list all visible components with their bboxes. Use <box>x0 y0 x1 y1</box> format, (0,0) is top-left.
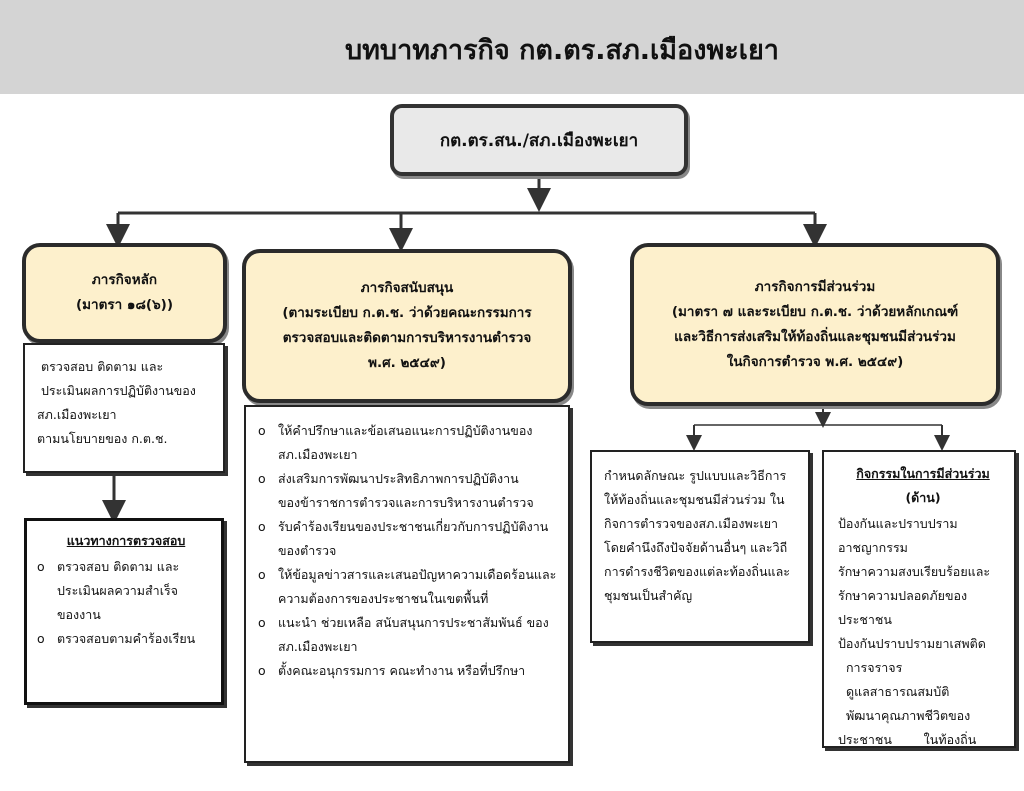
text-line: ประเมินผลความสำเร็จ <box>57 583 179 598</box>
bullet-marker: o <box>258 663 266 678</box>
text-line: กิจการตำรวจของสภ.เมืองพะเยา <box>604 516 779 531</box>
header-line: ในกิจการตำรวจ พ.ศ. ๒๕๔๙) <box>726 353 904 370</box>
header-line: (มาตรา ๑๘(๖)) <box>75 297 173 313</box>
participation-duty-header: ภารกิจการมีส่วนร่วม (มาตรา ๗ และระเบียบ … <box>630 243 1000 406</box>
list-item: o ให้ข้อมูลข่าวสารและเสนอปัญหาความเดือดร… <box>258 563 562 611</box>
text-line: ตั้งคณะอนุกรรมการ คณะทำงาน หรือที่ปรึกษา <box>278 663 526 678</box>
text-line: สภ.เมืองพะเยา <box>278 447 358 462</box>
text-line: ประชาชน ในท้องถิ่น <box>838 732 977 747</box>
root-node: กต.ตร.สน./สภ.เมืองพะเยา <box>390 104 688 176</box>
bullet-marker: o <box>37 631 45 646</box>
text-line: แนะนำ ช่วยเหลือ สนับสนุนการประชาสัมพันธ์… <box>278 615 549 630</box>
text-line: ของงาน <box>57 607 101 622</box>
header-line: ภารกิจหลัก <box>91 272 158 288</box>
text-line: ป้องกันปราบปรามยาเสพติด <box>838 636 986 651</box>
list-item: o ตรวจสอบ ติดตาม และ ประเมินผลความสำเร็จ… <box>37 555 215 627</box>
text-line: กำหนดลักษณะ รูปแบบและวิธีการ <box>604 468 787 483</box>
text-line: ตรวจสอบ ติดตาม และ <box>57 559 180 574</box>
text-line: ของตำรวจ <box>278 543 337 558</box>
text-line: ให้ข้อมูลข่าวสารและเสนอปัญหาความเดือดร้อ… <box>278 567 557 582</box>
text-line: ให้คำปรึกษาและข้อเสนอแนะการปฏิบัติงานของ <box>278 423 533 438</box>
header-line: ตรวจสอบและติดตามการบริหารงานตำรวจ <box>282 330 532 346</box>
text-line: ความต้องการของประชาชนในเขตพื้นที่ <box>278 591 489 606</box>
inspection-guidelines: แนวทางการตรวจสอบ o ตรวจสอบ ติดตาม และ ปร… <box>24 518 224 705</box>
page-title: บทบาทภารกิจ กต.ตร.สภ.เมืองพะเยา <box>345 35 779 66</box>
text-line: พัฒนาคุณภาพชีวิตของ <box>838 708 971 723</box>
header-line: ภารกิจการมีส่วนร่วม <box>754 278 876 295</box>
list-item: o รับคำร้องเรียนของประชาชนเกี่ยวกับการปฏ… <box>258 515 562 563</box>
inspection-title: แนวทางการตรวจสอบ <box>66 533 186 548</box>
text-line: ส่งเสริมการพัฒนาประสิทธิภาพการปฏิบัติงาน <box>278 471 519 486</box>
text-line: ชุมชนเป็นสำคัญ <box>604 588 693 603</box>
text-line: อาชญากรรม <box>838 540 908 555</box>
list-item: o ให้คำปรึกษาและข้อเสนอแนะการปฏิบัติงานข… <box>258 419 562 467</box>
text-line: ของข้าราชการตำรวจและการบริหารงานตำรวจ <box>278 495 534 510</box>
main-duty-description: ตรวจสอบ ติดตาม และ ประเมินผลการปฏิบัติงา… <box>23 343 225 473</box>
bullet-marker: o <box>258 519 266 534</box>
text-line: ดูแลสาธารณสมบัติ <box>838 684 950 699</box>
text-line: การดำรงชีวิตของแต่ละท้องถิ่นและ <box>604 564 790 579</box>
support-duties-list: o ให้คำปรึกษาและข้อเสนอแนะการปฏิบัติงานข… <box>244 405 570 763</box>
root-label: กต.ตร.สน./สภ.เมืองพะเยา <box>439 130 639 151</box>
activities-title: กิจกรรมในการมีส่วนร่วม <box>856 466 990 481</box>
bullet-marker: o <box>258 471 266 486</box>
header-line: (มาตรา ๗ และระเบียบ ก.ต.ช. ว่าด้วยหลักเก… <box>671 303 959 320</box>
list-item: o แนะนำ ช่วยเหลือ สนับสนุนการประชาสัมพัน… <box>258 611 562 659</box>
text-line: สภ.เมืองพะเยา <box>37 407 117 422</box>
text-line: ให้ท้องถิ่นและชุมชนมีส่วนร่วม ใน <box>604 492 785 507</box>
participation-form-box: กำหนดลักษณะ รูปแบบและวิธีการ ให้ท้องถิ่น… <box>590 450 810 643</box>
list-item: o ตั้งคณะอนุกรรมการ คณะทำงาน หรือที่ปรึก… <box>258 659 562 683</box>
bullet-marker: o <box>258 615 266 630</box>
support-duty-header: ภารกิจสนับสนุน (ตามระเบียบ ก.ต.ช. ว่าด้ว… <box>242 249 572 403</box>
participation-activities-box: กิจกรรมในการมีส่วนร่วม (ด้าน) ป้องกันและ… <box>822 450 1016 748</box>
text-line: รักษาความสงบเรียบร้อยและ <box>838 564 991 579</box>
title-banner: บทบาทภารกิจ กต.ตร.สภ.เมืองพะเยา <box>0 0 1024 94</box>
main-duty-header: ภารกิจหลัก (มาตรา ๑๘(๖)) <box>22 243 227 343</box>
bullet-marker: o <box>258 567 266 582</box>
text-line: ป้องกันและปราบปราม <box>838 516 958 531</box>
text-line: การจราจร <box>838 660 903 675</box>
text-line: ตรวจสอบตามคำร้องเรียน <box>57 631 196 646</box>
bullet-marker: o <box>258 423 266 438</box>
text-line: ตรวจสอบ ติดตาม และ <box>37 359 164 374</box>
text-line: โดยคำนึงถึงปัจจัยด้านอื่นๆ และวิถี <box>604 540 788 555</box>
text-line: สภ.เมืองพะเยา <box>278 639 358 654</box>
text-line: ตามนโยบายของ ก.ต.ช. <box>37 431 168 446</box>
text-line: ประชาชน <box>838 612 892 627</box>
bullet-marker: o <box>37 559 45 574</box>
activities-subtitle: (ด้าน) <box>905 490 941 505</box>
header-line: (ตามระเบียบ ก.ต.ช. ว่าด้วยคณะกรรมการ <box>282 305 532 321</box>
text-line: รับคำร้องเรียนของประชาชนเกี่ยวกับการปฏิบ… <box>278 519 549 534</box>
header-line: และวิธีการส่งเสริมให้ท้องถิ่นและชุมชนมีส… <box>674 328 956 345</box>
header-line: พ.ศ. ๒๕๔๙) <box>368 355 446 371</box>
header-line: ภารกิจสนับสนุน <box>360 280 454 296</box>
text-line: รักษาความปลอดภัยของ <box>838 588 968 603</box>
list-item: o ส่งเสริมการพัฒนาประสิทธิภาพการปฏิบัติง… <box>258 467 562 515</box>
list-item: o ตรวจสอบตามคำร้องเรียน <box>37 627 215 651</box>
text-line: ประเมินผลการปฏิบัติงานของ <box>37 383 196 398</box>
